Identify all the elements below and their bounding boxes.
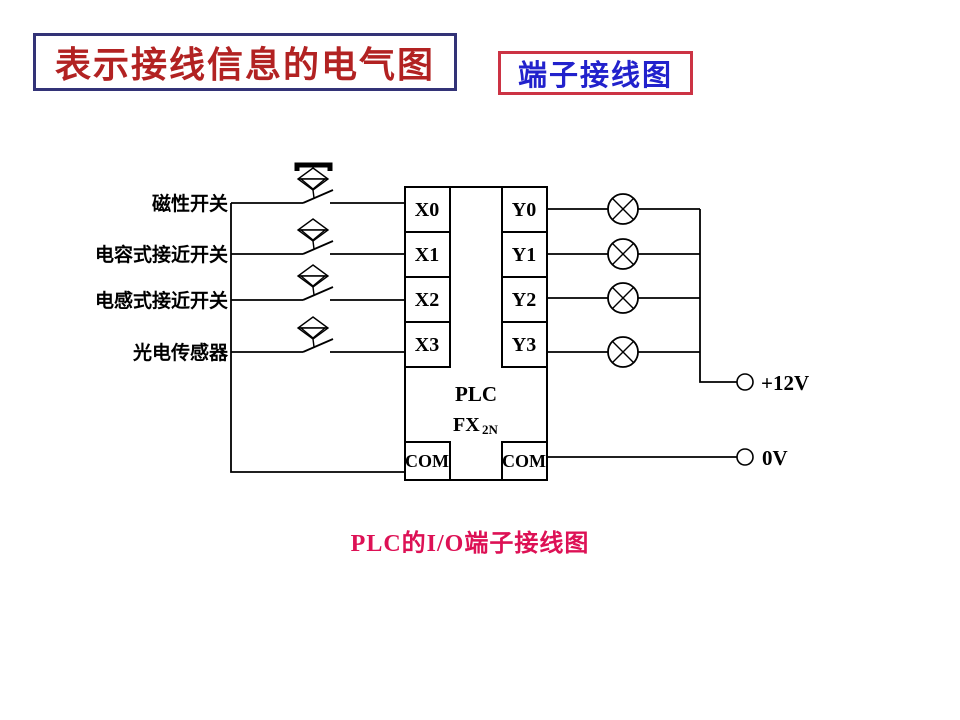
terminal-label-y0: Y0	[512, 199, 536, 221]
proximity-switch-icon	[296, 167, 330, 199]
positive-power-terminal: +12V	[736, 371, 809, 395]
negative-power-label: 0V	[762, 446, 788, 470]
terminal-label-y3: Y3	[512, 334, 536, 356]
positive-power-label: +12V	[761, 371, 809, 395]
switch-blade	[302, 240, 334, 255]
terminal-cell-com-in	[404, 441, 451, 481]
terminal-cell-y3	[501, 321, 548, 368]
diagram-caption: PLC的I/O端子接线图	[351, 529, 590, 557]
terminal-label-x1: X1	[415, 244, 439, 266]
switch-blade	[302, 189, 334, 204]
circle-terminal-icon	[736, 373, 754, 391]
input-common-bus-wire	[230, 203, 405, 473]
terminal-cell-x2	[404, 276, 451, 323]
output-common-bus-wire	[699, 209, 737, 383]
circle-cross-lamp-icon	[607, 282, 639, 314]
input-row-x3: 光电传感器	[132, 316, 405, 364]
terminal-cell-com-out	[501, 441, 548, 481]
sensor-label: 电容式接近开关	[95, 243, 228, 266]
switch-blade	[302, 338, 334, 353]
terminal-label-y2: Y2	[512, 289, 536, 311]
terminal-cell-x0	[404, 186, 451, 233]
subtitle: 端子接线图	[517, 60, 673, 92]
input-row-x1: 电容式接近开关	[95, 218, 405, 266]
plc-model-label: FX	[453, 414, 480, 436]
output-row-y0	[547, 193, 700, 225]
sensor-label: 光电传感器	[132, 341, 229, 364]
plc-box: X0 X1 X2 X3 COM Y0 Y1 Y2 Y3 COM PLC FX 2…	[404, 186, 548, 481]
output-row-y1	[547, 238, 700, 270]
magnet-bracket-icon	[294, 162, 333, 171]
circle-cross-lamp-icon	[607, 238, 639, 270]
terminal-label-x2: X2	[415, 289, 439, 311]
terminal-label-com-out: COM	[502, 451, 546, 471]
terminal-cell-y1	[501, 231, 548, 278]
input-row-x2: 电感式接近开关	[95, 264, 405, 312]
subtitle-box: 端子接线图	[498, 51, 693, 95]
proximity-switch-icon	[296, 264, 330, 296]
circle-terminal-icon	[736, 448, 754, 466]
proximity-switch-icon	[296, 316, 330, 348]
terminal-label-x3: X3	[415, 334, 439, 356]
circle-cross-lamp-icon	[607, 336, 639, 368]
sensor-label: 电感式接近开关	[95, 289, 228, 312]
sensor-label: 磁性开关	[152, 192, 228, 215]
plc-model-subscript: 2N	[482, 422, 499, 437]
terminal-label-y1: Y1	[512, 244, 536, 266]
terminal-cell-x3	[404, 321, 451, 368]
main-title-box: 表示接线信息的电气图	[33, 33, 457, 91]
plc-name-label: PLC	[455, 382, 497, 406]
proximity-switch-icon	[296, 218, 330, 250]
negative-power-terminal: 0V	[736, 446, 788, 470]
input-row-x0: 磁性开关	[152, 162, 405, 215]
terminal-label-com-in: COM	[405, 451, 449, 471]
switch-blade	[302, 286, 334, 301]
output-row-y2	[547, 282, 700, 314]
terminal-label-x0: X0	[415, 199, 439, 221]
terminal-cell-x1	[404, 231, 451, 278]
circle-cross-lamp-icon	[607, 193, 639, 225]
output-row-y3	[547, 336, 700, 368]
main-title: 表示接线信息的电气图	[54, 45, 435, 85]
